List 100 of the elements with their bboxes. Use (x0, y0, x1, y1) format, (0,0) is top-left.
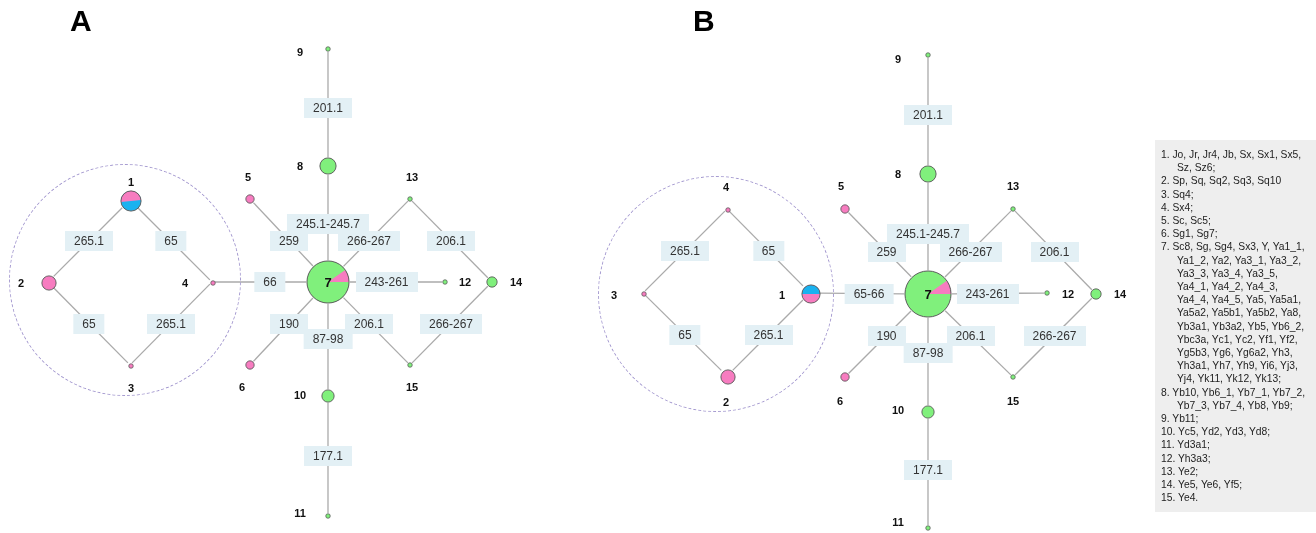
haplotype-number: 13 (1006, 180, 1020, 192)
edge-label: 201.1 (904, 104, 952, 125)
haplotype-circle (925, 525, 931, 531)
haplotype-circle (210, 280, 216, 286)
key-entry: 13. Ye2; (1161, 464, 1200, 479)
key-entry: 3. Sq4; (1161, 187, 1195, 201)
haplotype-number: 8 (894, 168, 902, 180)
haplotype-number: 10 (293, 389, 307, 401)
key-entry: 6. Sg1, Sg7; (1161, 227, 1219, 241)
haplotype-circle (245, 360, 255, 370)
haplotype-circle (325, 46, 331, 52)
edge-label: 177.1 (904, 460, 952, 480)
haplotype-number: 12 (1061, 288, 1075, 300)
edge-label: 245.1-245.7 (286, 214, 370, 234)
haplotype-circle: 7 (904, 270, 952, 318)
key-entry: 5. Sc, Sc5; (1161, 214, 1212, 228)
key-entry: 11. Yd3a1; (1161, 438, 1211, 452)
edge-label: 245.1-245.7 (886, 224, 970, 244)
haplotype-circle (720, 369, 736, 385)
haplotype-number: 9 (296, 46, 304, 58)
haplotype-number: 2 (722, 396, 730, 408)
edge-label: 243-261 (355, 272, 418, 292)
haplotype-circle (325, 513, 331, 519)
haplotype-circle (1090, 288, 1102, 300)
haplotype-number: 5 (837, 180, 845, 192)
haplotype-number: 3 (610, 289, 618, 301)
edge-label: 177.1 (304, 446, 352, 466)
haplotype-number: 5 (244, 171, 252, 183)
edge-label: 266-267 (338, 230, 400, 251)
haplotype-circle (486, 276, 498, 288)
haplotype-circle (919, 165, 937, 183)
haplotype-circle (1010, 206, 1016, 212)
haplotype-number: 8 (296, 160, 304, 172)
edge-label: 265.1 (147, 313, 195, 334)
edge-label: 206.1 (427, 230, 475, 251)
haplotype-number: 4 (181, 277, 189, 289)
edge-label: 65 (669, 324, 701, 345)
edge-label: 265.1 (65, 231, 113, 251)
haplotype-circle (925, 52, 931, 58)
haplotype-number: 14 (509, 276, 523, 288)
haplotype-circle (128, 363, 134, 369)
haplotype-circle (801, 284, 821, 304)
edge-label: 266-267 (420, 313, 482, 334)
key-entry: 10. Yc5, Yd2, Yd3, Yd8; (1161, 425, 1272, 439)
haplotype-circle (725, 207, 731, 213)
edge-label: 265.1 (661, 241, 709, 261)
haplotype-number: 6 (836, 395, 844, 407)
haplotype-circle (120, 190, 142, 212)
edge-label: 266-267 (939, 241, 1002, 262)
haplotype-circle (407, 196, 413, 202)
haplotype-circle (442, 279, 448, 285)
panel-letter: A (70, 4, 92, 38)
key-entry: 9. Yb11; (1161, 412, 1200, 426)
haplotype-number: 12 (458, 276, 472, 288)
edge-label: 65 (73, 313, 105, 334)
haplotype-circle (321, 389, 335, 403)
edge-label: 65 (752, 241, 785, 261)
haplotype-circle (641, 291, 647, 297)
edge-label: 266-267 (1023, 325, 1086, 346)
key-entry: 1. Jo, Jr, Jr4, Jb, Sx, Sx1, Sx5, Sz, Sz6; (1161, 148, 1303, 175)
haplotype-circle (41, 275, 57, 291)
haplotype-circle (407, 362, 413, 368)
key-entry: 8. Yb10, Yb6_1, Yb7_1, Yb7_2, Yb7_3, Yb7_4, Yb8, Yb9; (1161, 385, 1307, 413)
edge-label: 243-261 (956, 283, 1019, 304)
haplotype-number: 13 (405, 171, 419, 183)
key-entry: 14. Ye5, Ye6, Yf5; (1161, 478, 1244, 492)
haplotype-number: 2 (17, 277, 25, 289)
edge-label: 259 (867, 241, 906, 262)
key-entry: 2. Sp, Sq, Sq2, Sq3, Sq10 (1161, 174, 1283, 188)
haplotype-circle (840, 204, 850, 214)
edge-label: 87-98 (903, 343, 953, 363)
edge-label: 87-98 (303, 329, 353, 349)
key-entry: 15. Ye4. (1161, 491, 1200, 505)
panel-letter: B (693, 4, 715, 38)
edge-label: 65 (155, 231, 187, 251)
edge-label: 206.1 (345, 313, 393, 334)
edge-label: 190 (270, 313, 308, 334)
haplotype-number: 10 (891, 404, 905, 416)
haplotype-circle: 7 (306, 260, 350, 304)
haplotype-number: 11 (892, 516, 904, 528)
haplotype-circle (1010, 374, 1016, 380)
haplotype-circle (245, 194, 255, 204)
key-entry: 4. Sx4; (1161, 200, 1195, 214)
haplotype-number: 15 (1006, 395, 1020, 407)
haplotype-number: 3 (127, 382, 135, 394)
haplotype-circle (1044, 290, 1050, 296)
haplotype-number: 14 (1113, 288, 1127, 300)
edge-label: 201.1 (304, 97, 352, 118)
edge-label: 206.1 (1030, 241, 1079, 262)
edge-label: 265.1 (744, 324, 793, 345)
haplotype-number: 4 (722, 181, 730, 193)
haplotype-number: 11 (294, 507, 306, 519)
key-entry: 12. Yh3a3; (1161, 451, 1212, 465)
key-entry: 7. Sc8, Sg, Sg4, Sx3, Y, Ya1_1, Ya1_2, Ya2, Ya3_1, Ya3_2, Ya3_3, Ya3_4, Ya3_5, Ya4_1, Ya4_2, Ya4_3, Ya4_4, Ya4_5, Ya5, Ya5a1, Ya5a2, Ya5b1, Ya5b2, Ya8, Yb3a1, Yb3a2, Yb5, Yb6_2, Ybc3a, Yc1, Yc2, Yf1, Yf2, Yg5b3, Yg6, Yg6a2, Yh3, Yh3a1, Yh7, Yh9, Yi6, Yj3, Yj4, Yk11, Yk12, Yk13; (1161, 240, 1306, 386)
haplotype-number: 6 (238, 381, 246, 393)
edge-label: 206.1 (946, 325, 995, 346)
haplotype-number: 1 (127, 176, 135, 188)
haplotype-number: 1 (778, 289, 786, 301)
haplotype-number: 9 (894, 53, 902, 65)
edge-label: 65-66 (844, 283, 894, 304)
